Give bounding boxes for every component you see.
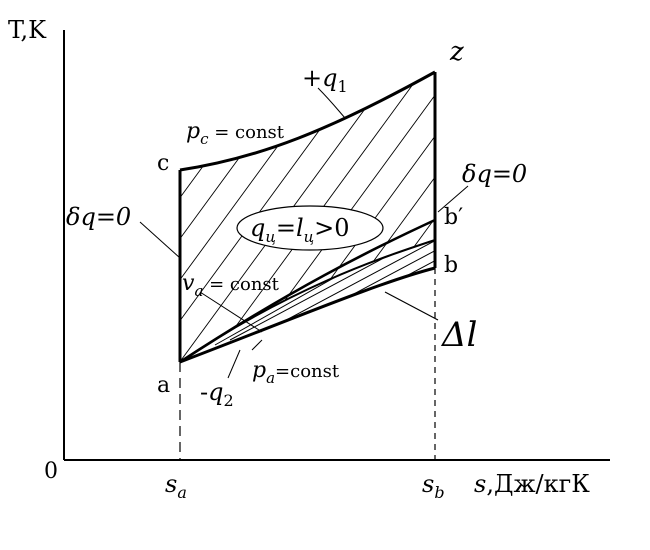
cycle-work-label: qц=lц>0 bbox=[250, 214, 350, 246]
q2-leader bbox=[227, 349, 241, 379]
pa-const-label: pa=const bbox=[252, 358, 340, 387]
delta-l-leader bbox=[384, 291, 439, 321]
dq-right-label: δq=0 bbox=[462, 160, 527, 188]
x-axis-label: s,Дж/кгК bbox=[474, 470, 590, 498]
pc-const-label: pc = const bbox=[186, 119, 285, 148]
point-b-prime-label: b′ bbox=[444, 205, 463, 230]
point-z-label: z bbox=[449, 37, 464, 67]
q1-label: +q1 bbox=[302, 64, 348, 96]
y-axis-label: T,K bbox=[8, 16, 47, 44]
sb-tick-label: sb bbox=[422, 470, 445, 502]
point-c-label: c bbox=[157, 151, 169, 176]
va-const-label: va = const bbox=[182, 271, 280, 300]
pa-leader bbox=[251, 339, 263, 351]
dq-right-leader bbox=[437, 185, 469, 213]
q1-leader bbox=[317, 87, 346, 119]
q2-label: -q2 bbox=[200, 378, 234, 410]
dq-left-label: δq=0 bbox=[66, 203, 131, 231]
delta-l-label: Δl bbox=[440, 315, 477, 355]
cycle-work-ellipse bbox=[236, 205, 384, 251]
point-a-label: a bbox=[157, 373, 170, 398]
isobar-pa-curve bbox=[179, 266, 436, 364]
sa-tick-label: sa bbox=[165, 470, 187, 502]
point-b-label: b bbox=[444, 253, 458, 278]
origin-label: 0 bbox=[44, 459, 58, 484]
isobar-pc-curve bbox=[179, 70, 436, 172]
isochore-upper-curve bbox=[179, 218, 436, 364]
va-leader bbox=[199, 291, 263, 333]
dq-left-leader bbox=[139, 221, 181, 259]
